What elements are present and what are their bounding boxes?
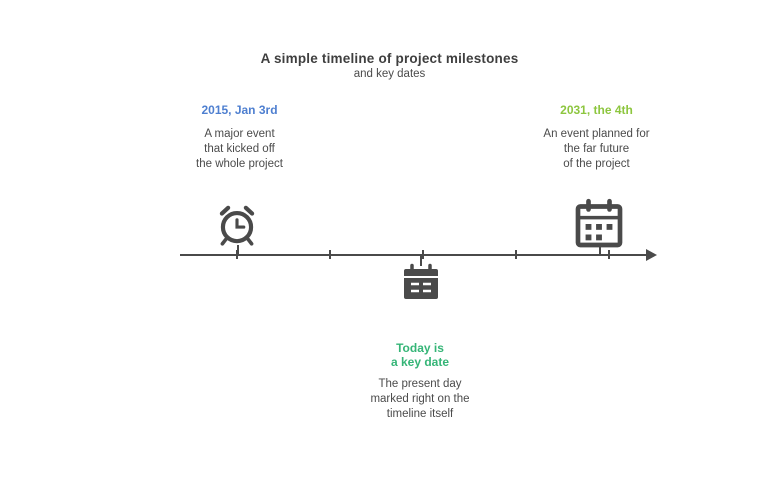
milestone-past-desc-line1: A major event: [204, 128, 275, 140]
timeline-tick: [515, 250, 517, 259]
milestone-future-date: 2031, the 4th: [560, 103, 633, 117]
milestone-past-description: A major event that kicked off the whole …: [157, 127, 322, 172]
timeline-tick: [236, 250, 238, 259]
milestone-future-description: An event planned for the far future of t…: [514, 127, 679, 172]
milestone-future-desc-line1: An event planned for: [543, 128, 650, 140]
milestone-past: 2015, Jan 3rd A major event that kicked …: [157, 103, 322, 172]
title-line-1: A simple timeline of project milestones: [260, 51, 519, 66]
milestone-future: 2031, the 4th An event planned for the f…: [514, 103, 679, 172]
diagram-title: A simple timeline of project milestones …: [0, 51, 779, 80]
milestone-present-description: The present day marked right on the time…: [330, 377, 510, 422]
calendar-page-icon: [399, 263, 443, 303]
milestone-future-desc-line3: of the project: [563, 158, 630, 170]
milestone-future-desc-line2: the far future: [563, 143, 630, 155]
milestone-past-date: 2015, Jan 3rd: [201, 103, 278, 117]
milestone-past-connector: [237, 245, 239, 254]
title-line-2: and key dates: [353, 68, 426, 80]
milestone-present-desc-line2: marked right on the: [370, 393, 470, 405]
milestone-present: Today is a key date The present day mark…: [330, 341, 510, 422]
milestone-present-connector: [420, 256, 422, 266]
calendar-icon: [571, 196, 627, 252]
arrow-right-icon: [646, 249, 657, 261]
milestone-past-desc-line2: that kicked off: [204, 143, 275, 155]
timeline-line: [180, 254, 647, 256]
timeline-tick: [329, 250, 331, 259]
milestone-present-desc-line3: timeline itself: [386, 408, 454, 420]
milestone-past-desc-line3: the whole project: [196, 158, 283, 170]
timeline-tick: [422, 250, 424, 259]
timeline-tick: [608, 250, 610, 259]
alarm-clock-icon: [212, 200, 262, 250]
milestone-present-desc-line1: The present day: [378, 378, 462, 390]
milestone-present-date-line2: a key date: [390, 355, 450, 369]
milestone-future-connector: [599, 247, 601, 254]
milestone-present-date-line1: Today is: [396, 341, 444, 355]
